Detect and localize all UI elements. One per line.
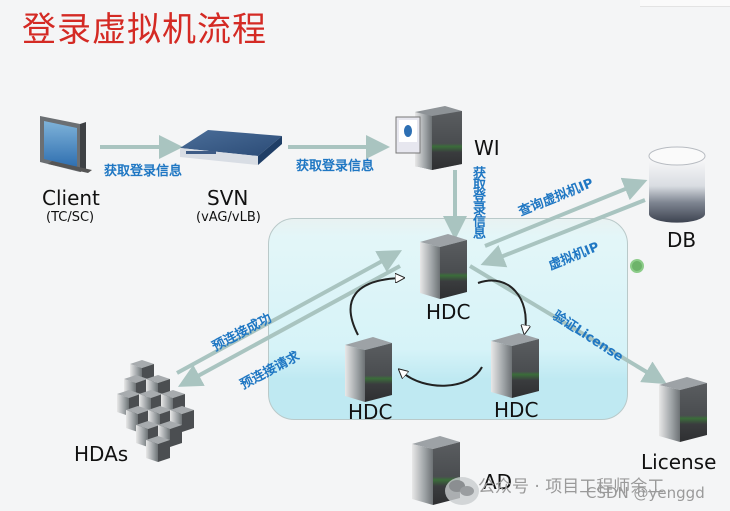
edge-label-svn-wi: 获取登录信息 bbox=[296, 159, 375, 174]
node-label-license: License bbox=[641, 450, 717, 474]
server-icon-ad bbox=[412, 436, 479, 505]
server-icon-hdc-top bbox=[420, 234, 467, 299]
cycle-arrow-left-top bbox=[349, 278, 400, 336]
node-label-hdc-left: HDC bbox=[348, 400, 393, 424]
watermark-wechat: 公众号 · 项目工程师余工 bbox=[478, 477, 665, 497]
node-label-ad: AD bbox=[483, 470, 513, 494]
arrow-db-hdc bbox=[480, 198, 646, 268]
edge-label-client-svn: 获取登录信息 bbox=[104, 164, 183, 179]
server-icon-hdc-right bbox=[491, 333, 539, 398]
page-title: 登录虚拟机流程 bbox=[22, 10, 267, 50]
edge-label-wi-hdc: 获取登录信息 bbox=[470, 166, 485, 238]
arrow-hdc-license bbox=[468, 264, 667, 385]
cycle-arrow-top-right bbox=[477, 279, 526, 330]
server-icon-license bbox=[659, 377, 707, 442]
node-label-hdas: HDAs bbox=[74, 442, 129, 466]
arrow-hdas-hdc bbox=[176, 250, 403, 375]
hda-server-icon bbox=[146, 436, 170, 462]
watermark-csdn: CSDN @yenggd bbox=[586, 484, 705, 502]
cycle-arrow-right-left bbox=[402, 366, 483, 387]
network-appliance-icon bbox=[180, 130, 282, 165]
status-dot bbox=[630, 259, 644, 273]
arrow-hdc-db bbox=[484, 177, 648, 248]
node-label-client: Client bbox=[42, 186, 100, 210]
top-edge-bar bbox=[640, 0, 730, 7]
web-server-icon bbox=[395, 106, 462, 170]
node-label-wi: WI bbox=[474, 136, 500, 160]
monitor-icon bbox=[40, 116, 92, 173]
node-label-db: DB bbox=[667, 228, 697, 252]
database-icon bbox=[648, 146, 706, 223]
node-label-hdc-top: HDC bbox=[426, 300, 471, 324]
server-icon-hdc-left bbox=[345, 337, 392, 402]
node-sublabel-client: (TC/SC) bbox=[46, 210, 95, 225]
node-label-svn: SVN bbox=[207, 186, 249, 210]
node-sublabel-svn: (vAG/vLB) bbox=[196, 210, 261, 225]
server-cluster-icon bbox=[117, 360, 194, 462]
node-label-hdc-right: HDC bbox=[494, 398, 539, 422]
